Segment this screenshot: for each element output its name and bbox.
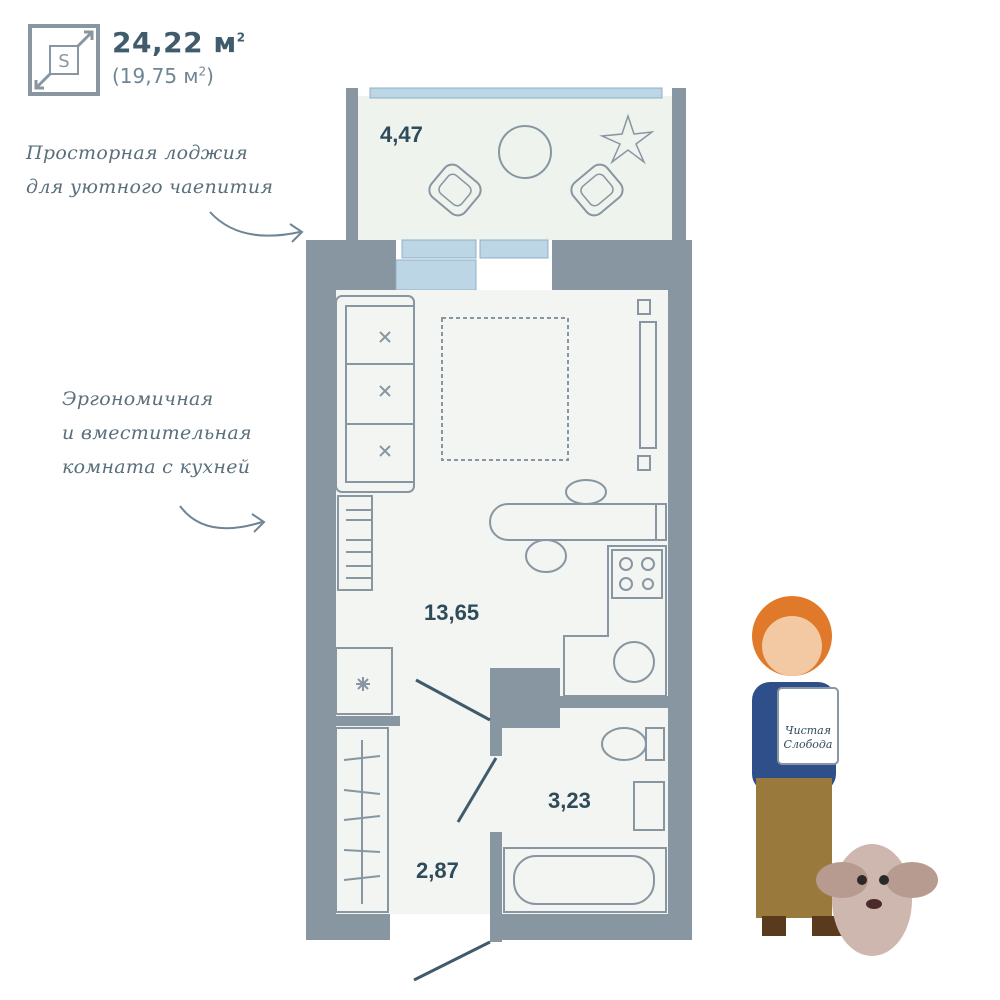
kitchen-icon <box>563 545 667 697</box>
interior-walls <box>336 668 668 942</box>
note-arrow-loggia <box>209 211 301 237</box>
mascot-boy-illustration <box>752 596 842 936</box>
tv-icon <box>637 299 657 471</box>
sink-icon <box>633 781 665 831</box>
bar-table-icon <box>489 479 667 573</box>
room-area-main: 13,65 <box>424 600 480 625</box>
room-area-loggia: 4,47 <box>380 122 423 147</box>
plant-icon <box>599 113 655 165</box>
washing-machine-icon <box>335 647 393 715</box>
total-area: 24,22 м2 <box>112 26 246 59</box>
sofa-icon <box>335 295 415 493</box>
bathtub-icon <box>503 847 667 913</box>
note-arrow-room <box>179 505 263 530</box>
chair-left-icon <box>428 163 482 217</box>
room-area-bathroom: 3,23 <box>548 788 591 813</box>
room-area-hallway: 2,87 <box>416 858 459 883</box>
living-area: (19,75 м2) <box>112 64 214 88</box>
mascot-sign-line-2: Слобода <box>784 738 833 751</box>
shelf-icon <box>337 495 373 591</box>
rug-icon <box>441 317 569 461</box>
loggia <box>346 87 686 242</box>
note-loggia: Просторная лоджия для уютного чаепития <box>26 142 274 198</box>
note-room: Эргономичная и вместительная комната с к… <box>62 388 252 478</box>
chair-right-icon <box>570 163 624 217</box>
wardrobe-icon <box>335 727 389 913</box>
mascot-sign-line-1: Чистая <box>785 724 831 737</box>
toilet-icon <box>601 727 665 761</box>
mascot-dog-illustration <box>816 844 938 956</box>
badge-letter: S <box>58 51 69 72</box>
walls <box>306 240 692 940</box>
area-badge-icon: S <box>28 24 100 96</box>
